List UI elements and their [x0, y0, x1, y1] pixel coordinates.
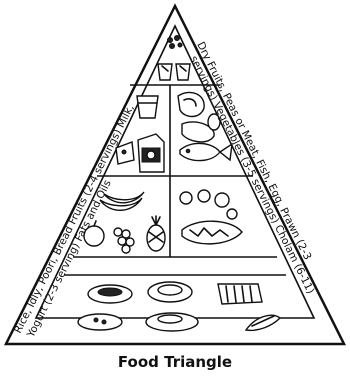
bread-icon [218, 284, 262, 304]
rice-plate-icon [88, 285, 132, 303]
diagram-caption: Food Triangle [0, 353, 350, 371]
dish-plate-icon [146, 313, 198, 331]
glass-icon [137, 96, 158, 118]
milk-carton-icon [138, 134, 164, 172]
poori-plate-icon [78, 314, 122, 330]
idly-plate-icon [148, 282, 192, 302]
